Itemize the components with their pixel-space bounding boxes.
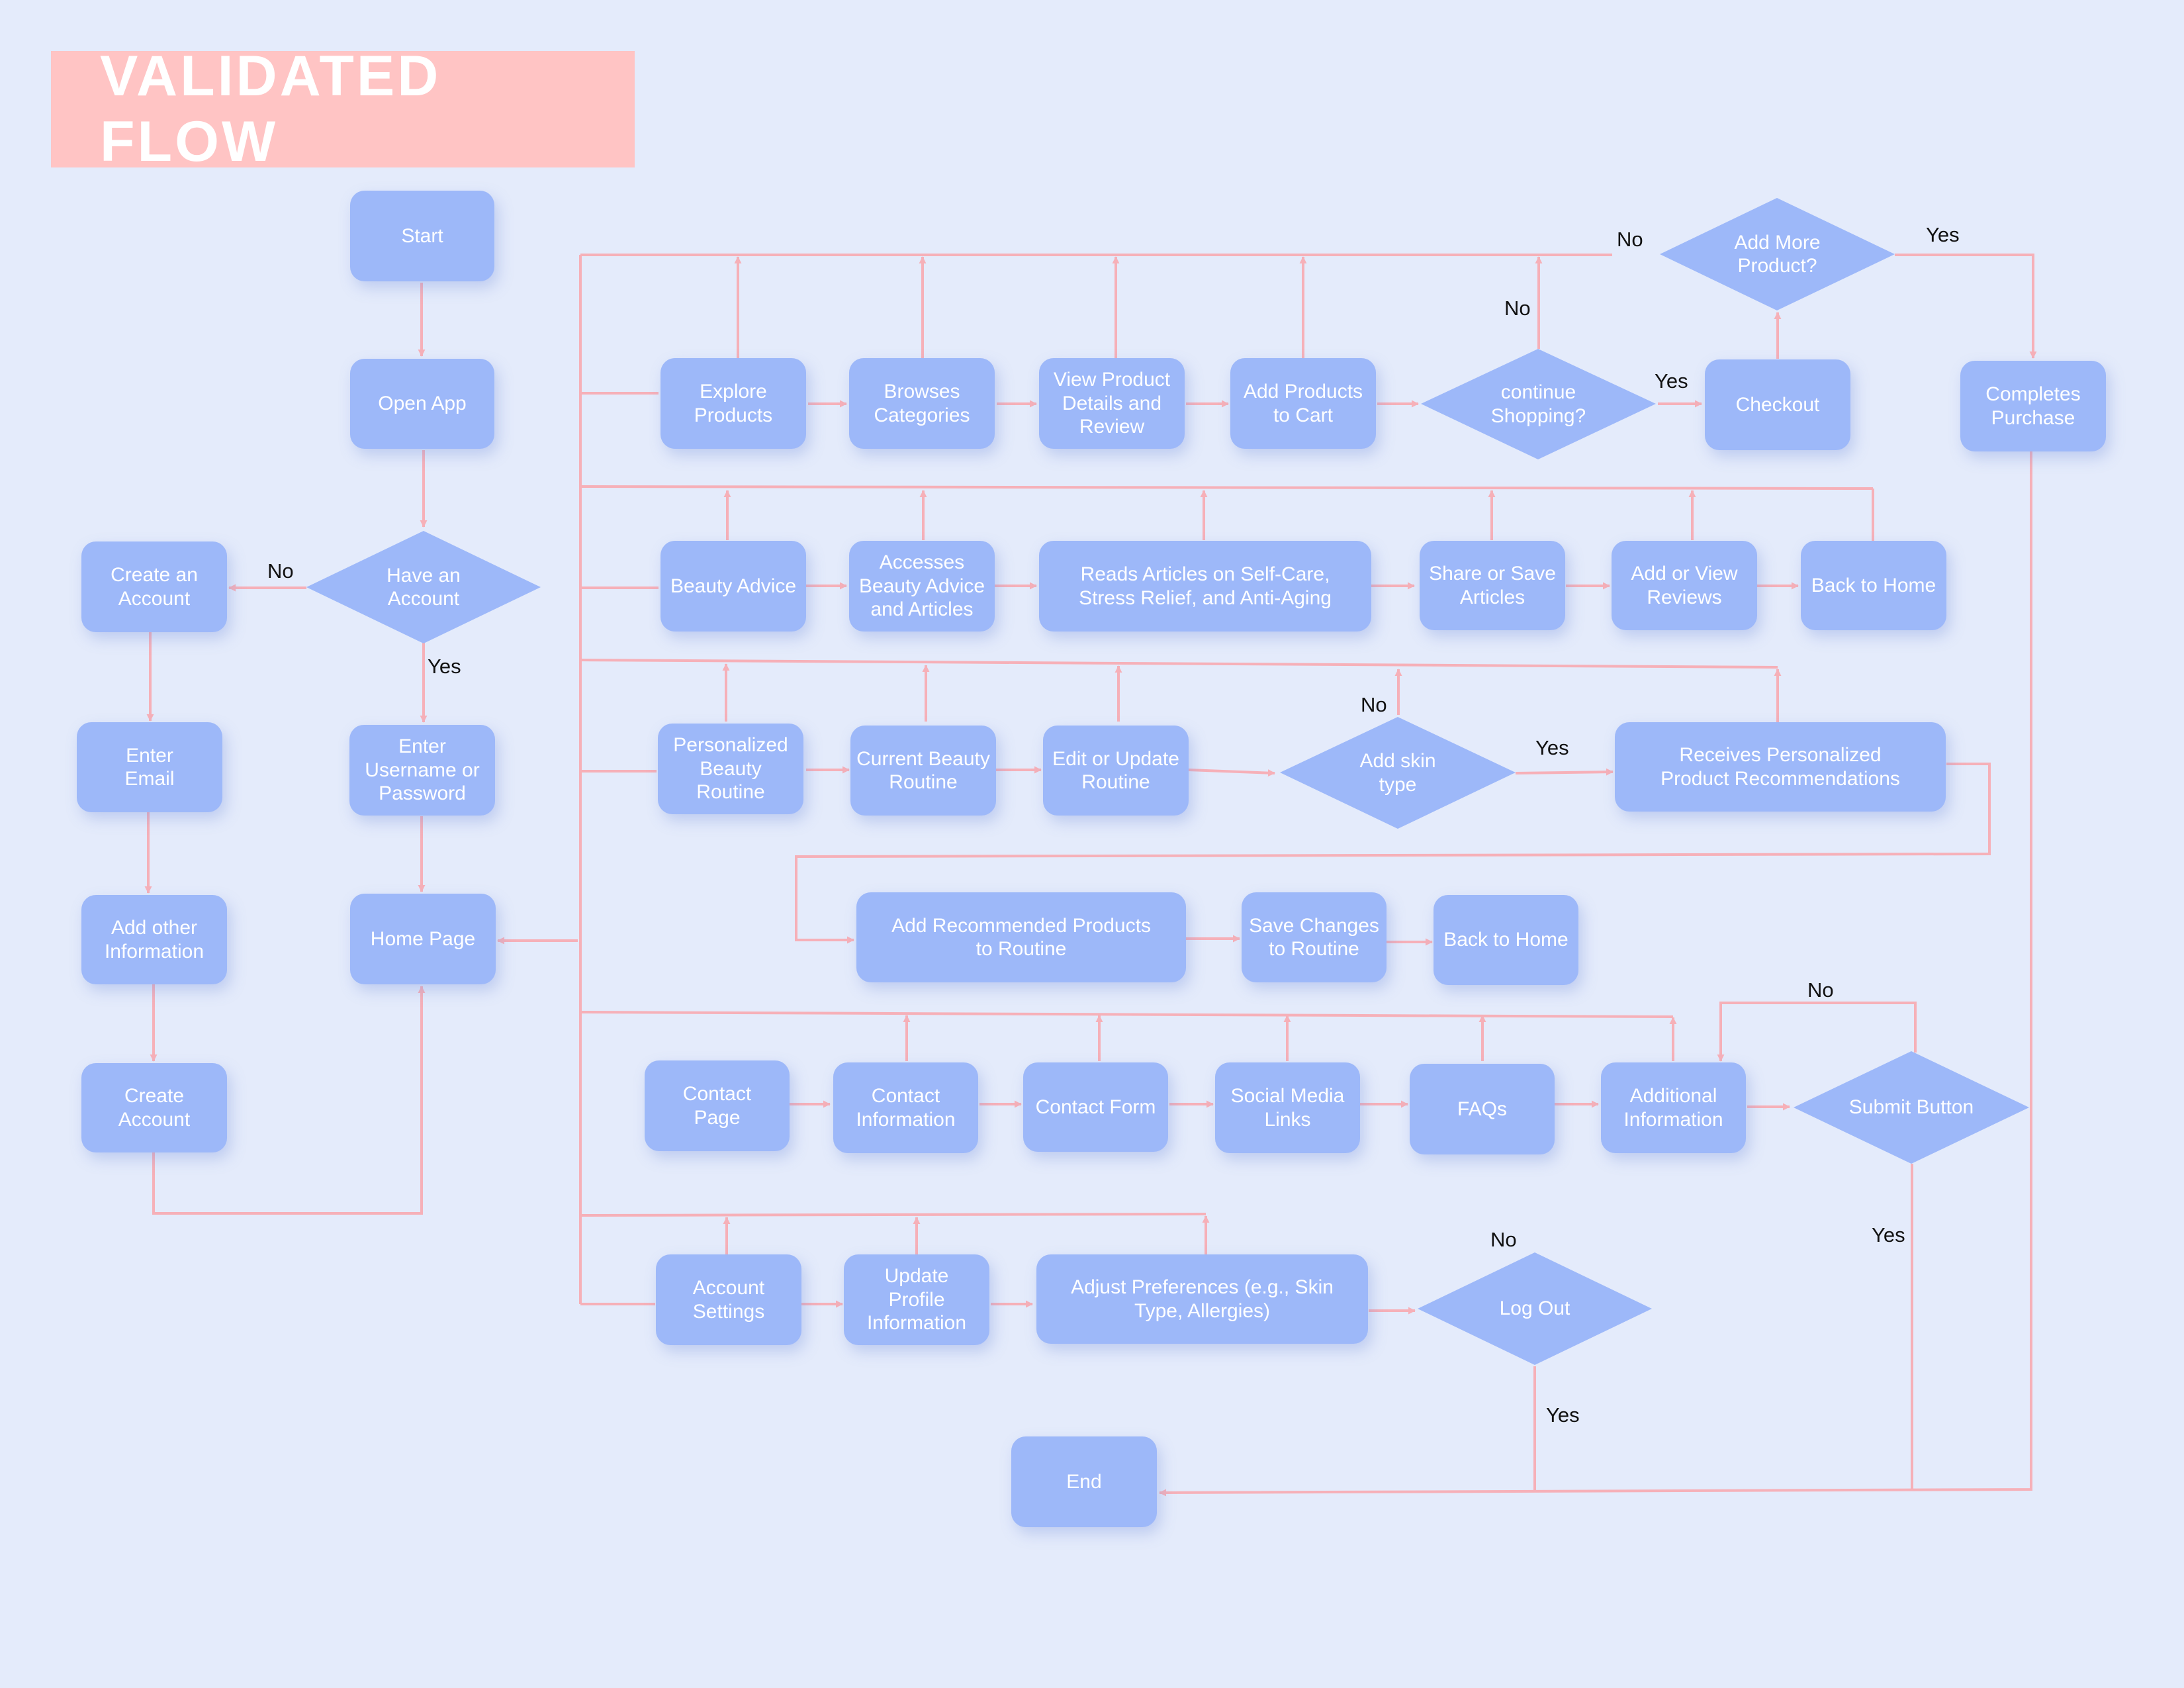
have-account-no-label: No bbox=[267, 559, 294, 583]
save-changes-node[interactable]: Save Changes to Routine bbox=[1242, 892, 1387, 982]
additional-information-node[interactable]: Additional Information bbox=[1601, 1062, 1746, 1153]
continue-shopping-diamond-shape bbox=[1421, 349, 1656, 459]
create-an-account-node[interactable]: Create an Account bbox=[81, 541, 227, 632]
add-view-reviews-node[interactable]: Add or View Reviews bbox=[1612, 541, 1757, 630]
add-more-product-label: Add More Product? bbox=[1734, 231, 1821, 277]
end-node[interactable]: End bbox=[1011, 1436, 1157, 1527]
update-profile-node[interactable]: Update Profile Information bbox=[844, 1254, 989, 1345]
continue-no-label: No bbox=[1504, 297, 1531, 320]
bus-row2 bbox=[580, 485, 1874, 490]
add-more-product-diamond-shape bbox=[1660, 198, 1895, 310]
back-to-home-node-1[interactable]: Back to Home bbox=[1801, 541, 1946, 630]
open-app-node[interactable]: Open App bbox=[350, 359, 494, 449]
social-media-links-node[interactable]: Social Media Links bbox=[1215, 1062, 1360, 1153]
current-routine-node[interactable]: Current Beauty Routine bbox=[850, 726, 996, 816]
start-node[interactable]: Start bbox=[350, 191, 494, 281]
contact-form-node[interactable]: Contact Form bbox=[1023, 1062, 1168, 1152]
add-skin-type-label: Add skin type bbox=[1359, 750, 1436, 796]
edge-submit-no bbox=[1717, 1002, 1917, 1062]
submit-button-label: Submit Button bbox=[1848, 1096, 1974, 1119]
account-settings-node[interactable]: Account Settings bbox=[656, 1254, 801, 1345]
add-other-info-node[interactable]: Add other Information bbox=[81, 895, 227, 984]
page-title: VALIDATED FLOW bbox=[51, 44, 635, 173]
accesses-beauty-advice-node[interactable]: Accesses Beauty Advice and Articles bbox=[849, 541, 995, 632]
create-account-node[interactable]: Create Account bbox=[81, 1063, 227, 1152]
bus-row3 bbox=[580, 659, 1778, 669]
skin-no-label: No bbox=[1361, 693, 1387, 716]
home-page-node[interactable]: Home Page bbox=[350, 894, 496, 984]
browse-categories-node[interactable]: Browses Categories bbox=[849, 358, 995, 449]
personalized-routine-node[interactable]: Personalized Beauty Routine bbox=[658, 724, 803, 814]
add-to-cart-node[interactable]: Add Products to Cart bbox=[1230, 358, 1376, 449]
continue-yes-label: Yes bbox=[1655, 369, 1688, 393]
enter-username-node[interactable]: Enter Username or Password bbox=[349, 725, 495, 816]
have-account-label: Have an Account bbox=[387, 564, 461, 610]
edge-completes-end bbox=[1159, 450, 2032, 1497]
add-skin-type-diamond-shape bbox=[1280, 717, 1516, 829]
add-recommended-products-node[interactable]: Add Recommended Products to Routine bbox=[856, 892, 1186, 982]
contact-page-node[interactable]: Contact Page bbox=[645, 1060, 790, 1151]
receives-recommendations-node[interactable]: Receives Personalized Product Recommenda… bbox=[1615, 722, 1946, 812]
add-more-product-decision[interactable]: Add More Product? bbox=[1660, 198, 1895, 310]
contact-information-node[interactable]: Contact Information bbox=[833, 1062, 978, 1153]
edge-skin-yes bbox=[1515, 768, 1614, 776]
edge-recv-addrecommended bbox=[795, 763, 1991, 944]
have-account-decision[interactable]: Have an Account bbox=[306, 531, 541, 643]
submit-button-decision[interactable]: Submit Button bbox=[1794, 1051, 2029, 1164]
submit-button-diamond-shape bbox=[1794, 1051, 2029, 1164]
bus-row4 bbox=[580, 1011, 1674, 1018]
have-account-diamond-shape bbox=[306, 531, 541, 643]
adjust-preferences-node[interactable]: Adjust Preferences (e.g., Skin Type, All… bbox=[1036, 1254, 1368, 1344]
skin-yes-label: Yes bbox=[1535, 736, 1569, 759]
submit-no-label: No bbox=[1807, 978, 1834, 1002]
logout-yes-label: Yes bbox=[1546, 1403, 1580, 1427]
checkout-node[interactable]: Checkout bbox=[1705, 359, 1850, 450]
edge-addmore-yes bbox=[1895, 254, 2037, 359]
view-product-node[interactable]: View Product Details and Review bbox=[1039, 358, 1185, 449]
explore-products-node[interactable]: Explore Products bbox=[660, 358, 806, 449]
log-out-decision[interactable]: Log Out bbox=[1418, 1252, 1652, 1365]
edit-routine-node[interactable]: Edit or Update Routine bbox=[1043, 726, 1189, 816]
add-skin-type-decision[interactable]: Add skin type bbox=[1280, 717, 1516, 829]
logout-no-label: No bbox=[1490, 1228, 1517, 1251]
continue-shopping-decision[interactable]: continue Shopping? bbox=[1421, 349, 1656, 459]
completes-purchase-node[interactable]: Completes Purchase bbox=[1960, 361, 2106, 451]
continue-shopping-label: continue Shopping? bbox=[1490, 381, 1586, 427]
add-more-yes-label: Yes bbox=[1926, 223, 1960, 246]
bus-row5 bbox=[580, 1213, 1206, 1217]
log-out-diamond-shape bbox=[1418, 1252, 1652, 1365]
back-to-home-node-2[interactable]: Back to Home bbox=[1433, 895, 1578, 985]
reads-articles-node[interactable]: Reads Articles on Self-Care, Stress Reli… bbox=[1039, 541, 1371, 632]
beauty-advice-node[interactable]: Beauty Advice bbox=[660, 541, 806, 632]
add-more-no-label: No bbox=[1617, 228, 1643, 251]
submit-yes-label: Yes bbox=[1872, 1223, 1905, 1246]
edge-edit-skin bbox=[1188, 769, 1275, 777]
page-title-text: VALIDATED FLOW bbox=[100, 44, 441, 173]
edge-create-home bbox=[152, 986, 426, 1215]
enter-email-node[interactable]: Enter Email bbox=[77, 722, 222, 812]
share-save-node[interactable]: Share or Save Articles bbox=[1420, 541, 1565, 630]
have-account-yes-label: Yes bbox=[428, 655, 461, 678]
faqs-node[interactable]: FAQs bbox=[1410, 1064, 1555, 1154]
log-out-label: Log Out bbox=[1499, 1297, 1570, 1320]
